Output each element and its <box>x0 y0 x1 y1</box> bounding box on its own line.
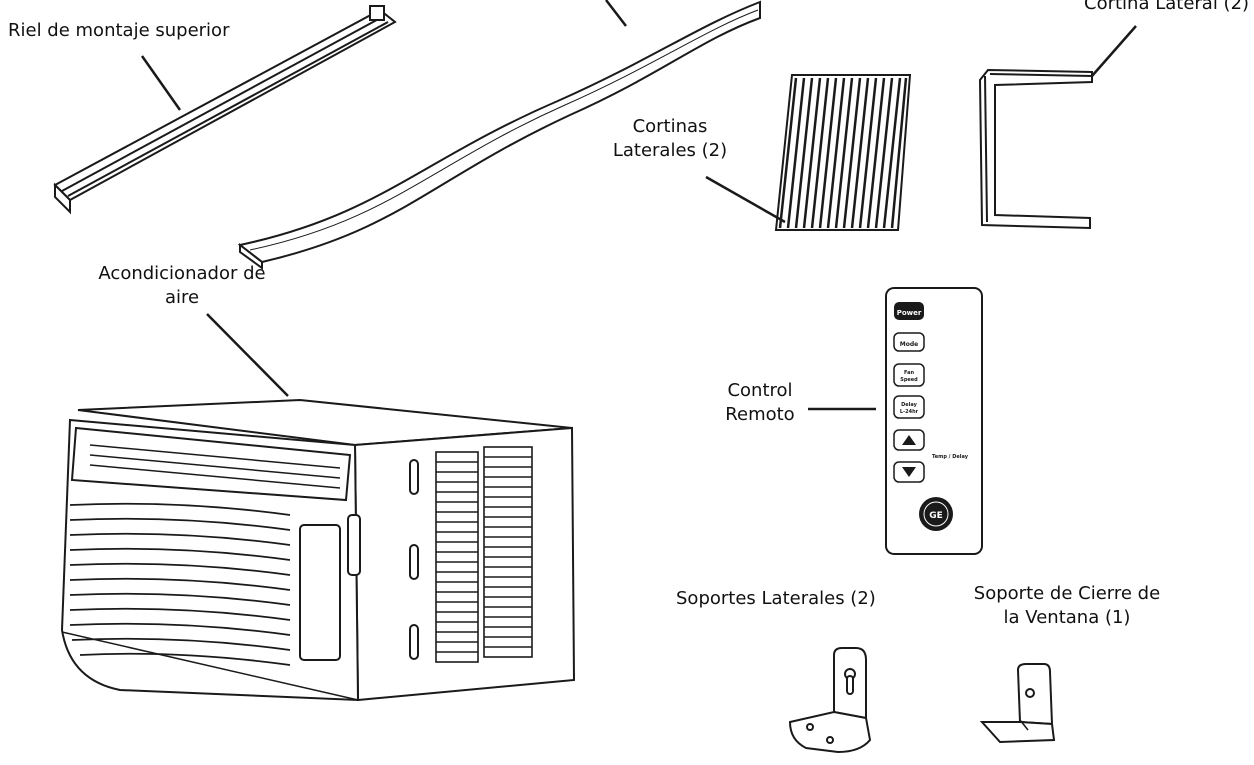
top-rail-label: Riel de montaje superior <box>8 20 230 41</box>
remote-power-label: Power <box>897 309 922 317</box>
air-conditioner-label-line1: Acondicionador de <box>98 263 266 284</box>
window-lock-label-line2: la Ventana (1) <box>1003 607 1131 628</box>
window-lock-label: Soporte de Cierre de la Ventana (1) <box>956 582 1178 630</box>
up-arrow-icon <box>902 435 916 445</box>
down-arrow-icon <box>902 467 916 477</box>
air-conditioner-label-line2: aire <box>164 287 200 308</box>
side-curtains-label-line1: Cortinas <box>632 116 708 137</box>
air-conditioner-leader <box>206 313 289 397</box>
window-lock-label-line1: Soporte de Cierre de <box>973 583 1161 604</box>
remote-fan-label-1: Fan <box>904 370 914 376</box>
side-curtain-frame-label: Cortina Lateral (2) <box>1084 0 1250 14</box>
remote-control: Power Mode Fan Speed Delay L-24hr Temp /… <box>885 287 983 555</box>
remote-mode-button <box>893 332 925 352</box>
window-lock-bracket <box>979 663 1056 744</box>
remote-fan-speed-button <box>893 363 925 387</box>
top-mounting-rail <box>53 5 397 215</box>
top-rail-leader <box>140 55 182 111</box>
side-curtain-frame-leader <box>1091 25 1137 77</box>
side-bracket <box>788 647 872 754</box>
side-curtains-label: Cortinas Laterales (2) <box>608 115 732 163</box>
side-curtain-frame <box>978 68 1093 230</box>
remote-delay-button <box>893 395 925 419</box>
side-supports-label: Soportes Laterales (2) <box>676 588 876 609</box>
remote-delay-label-1: Delay <box>901 402 917 408</box>
foam-strip-leader <box>605 0 627 27</box>
air-conditioner-label: Acondicionador de aire <box>82 262 282 310</box>
remote-control-label-line1: Control <box>727 380 793 401</box>
remote-control-label-line2: Remoto <box>725 404 795 425</box>
foam-seal-strip <box>237 0 761 270</box>
remote-control-label: Control Remoto <box>712 379 808 427</box>
remote-power-button <box>894 302 924 320</box>
remote-fan-label-2: Speed <box>900 377 918 383</box>
side-curtain-panel <box>774 74 912 231</box>
side-curtains-leader <box>705 175 786 224</box>
side-curtains-label-line2: Laterales (2) <box>612 140 728 161</box>
air-conditioner-unit <box>60 398 576 702</box>
remote-delay-label-2: L-24hr <box>900 409 919 415</box>
remote-logo-label: GE <box>929 511 943 521</box>
remote-mode-label: Mode <box>900 341 918 348</box>
remote-temp-delay-label: Temp / Delay <box>932 454 969 460</box>
